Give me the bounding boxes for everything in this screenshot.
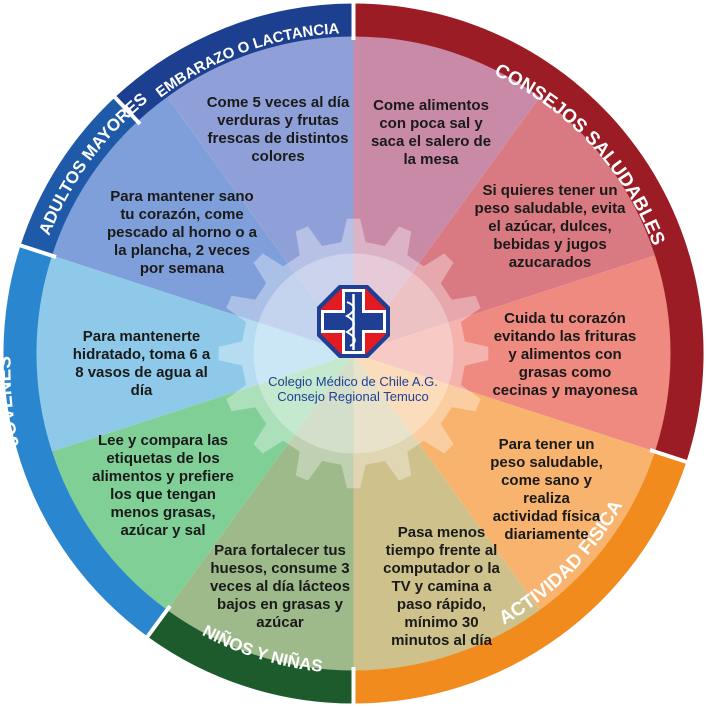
ring-dividers bbox=[15, 0, 691, 707]
segment-text-pescado: Para mantener sano tu corazón, come pesc… bbox=[106, 188, 258, 277]
divider-adultos-jovenes bbox=[15, 242, 57, 259]
divider-embarazo-adultos bbox=[108, 90, 142, 126]
ring-adultos bbox=[20, 97, 139, 257]
segment-wedge bbox=[353, 353, 655, 610]
segment-text-sal: Come alimentos con poca sal y saca el sa… bbox=[370, 97, 492, 168]
snake-icon bbox=[344, 301, 356, 347]
segment-text-huesos: Para fortalecer tus huesos, consume 3 ve… bbox=[209, 542, 351, 631]
segment-text-computador: Pasa menos tiempo frente al computador o… bbox=[383, 524, 500, 649]
segment-group bbox=[36, 36, 671, 671]
segment-wedge bbox=[167, 353, 354, 671]
segment-wedge bbox=[353, 97, 655, 354]
segment-text-frutas: Come 5 veces al día verduras y frutas fr… bbox=[206, 94, 350, 165]
institution-subtitle: Consejo Regional Temuco bbox=[277, 389, 429, 404]
segment-wedge bbox=[36, 255, 354, 452]
logo bbox=[317, 285, 390, 358]
segment-text-etiquetas: Lee y compara las etiquetas de los alime… bbox=[92, 432, 234, 539]
segment-wedge bbox=[167, 36, 354, 354]
segment-text-azucar: Si quieres tener un peso saludable, evit… bbox=[474, 182, 626, 271]
ring-actividad bbox=[353, 450, 687, 704]
institution-name: Colegio Médico de Chile A.G. bbox=[268, 374, 438, 389]
ring-ninos bbox=[147, 608, 354, 704]
segment-wedge bbox=[353, 353, 540, 671]
segment-text-actividad: Para tener un peso saludable, come sano … bbox=[490, 436, 603, 543]
segment-wedge bbox=[52, 353, 354, 610]
divider-jovenes-ninos bbox=[143, 604, 172, 642]
ring-consejos bbox=[353, 3, 704, 462]
segment-wedge bbox=[52, 97, 354, 354]
divider-actividad-consejos bbox=[649, 448, 691, 465]
segment-text-agua: Para mantenerte hidratado, toma 6 a 8 va… bbox=[72, 328, 211, 399]
segment-wedge bbox=[353, 255, 671, 452]
segment-text-frituras: Cuida tu corazón evitando las frituras y… bbox=[492, 310, 638, 399]
segment-wedge bbox=[353, 36, 540, 354]
